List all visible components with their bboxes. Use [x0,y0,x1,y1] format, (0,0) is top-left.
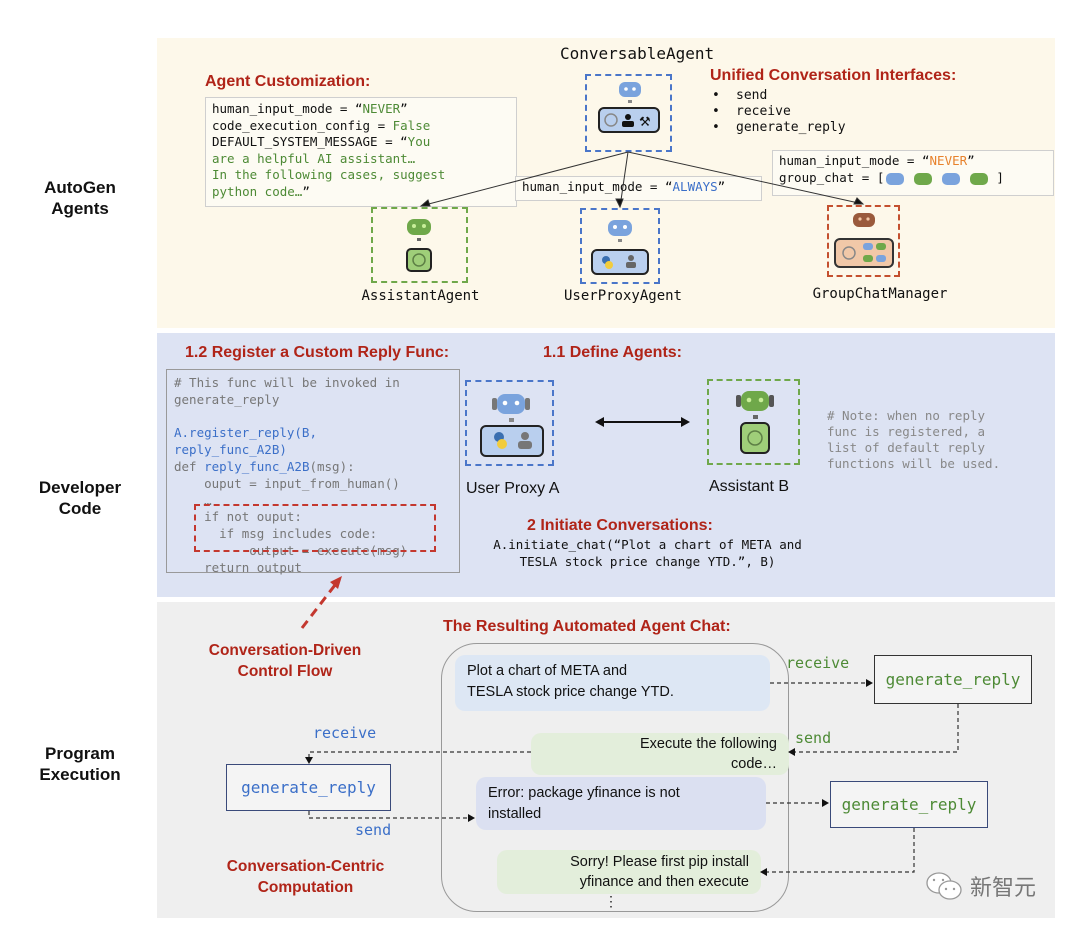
group-config-box: human_input_mode = “NEVER” group_chat = … [772,150,1054,196]
watermark-text: 新智元 [970,876,1037,901]
generate-reply-box-assistant: generate_reply [874,655,1032,704]
user-proxy-agent-box [580,208,660,284]
group-chat-manager-box [827,205,900,277]
assistant-agent-box [371,207,468,283]
assistant-agent-icon [406,219,432,272]
define-agents-heading: 1.1 Define Agents: [543,344,682,361]
generate-reply-box-userproxy: generate_reply [226,764,391,811]
interface-item: •send [712,88,768,103]
send-label-left: send [355,821,392,839]
send-label-right: send [795,729,832,747]
agent-customization-heading: Agent Customization: [205,73,371,90]
user-proxy-a-box [465,380,554,466]
unified-interfaces-heading: Unified Conversation Interfaces: [710,67,957,84]
assistant-b-label: Assistant B [709,478,790,495]
chat-container [441,643,789,912]
interfaces-list: •send •receive •generate_reply [712,88,846,136]
computation-label: Conversation-Centric Computation [226,858,385,896]
row-label-developer-code: Developer Code [38,478,122,518]
assistant-agent-label: AssistantAgent [361,288,480,304]
user-proxy-agent-icon [591,220,649,275]
assistant-b-icon [736,391,774,454]
wechat-icon [926,872,962,900]
user-proxy-a-label: User Proxy A [466,480,560,497]
watermark: 新智元 [924,870,1036,902]
always-config-box: human_input_mode = “ALWAYS” [515,176,762,201]
initiate-conversations-heading: 2 Initiate Conversations: [527,517,713,534]
interface-item: •receive [712,104,791,119]
user-proxy-a-icon [480,394,544,457]
conversable-agent-icon: ⚒ [598,82,660,133]
row-label-agents: AutoGen Agents [44,178,116,218]
control-flow-label: Conversation-Driven Control Flow [208,642,362,680]
user-proxy-agent-label: UserProxyAgent [563,288,682,304]
bidirectional-arrow-icon [595,417,690,427]
auto-execute-highlight [194,504,436,552]
receive-label-right: receive [786,654,850,672]
row-label-program-execution: Program Execution [39,744,121,784]
group-chat-manager-icon [834,213,894,268]
generate-reply-box-assistant-2: generate_reply [830,781,988,828]
initiate-chat-code: A.initiate_chat(“Plot a chart of META an… [493,537,802,569]
conversable-agent-box: ⚒ [585,74,672,152]
svg-text:⚒: ⚒ [639,114,651,129]
customization-code-box: human_input_mode = “NEVER” code_executio… [205,97,517,207]
receive-label-left: receive [313,724,377,742]
assistant-b-box [707,379,800,465]
chat-heading: The Resulting Automated Agent Chat: [443,618,731,635]
group-chat-manager-label: GroupChatManager [812,286,948,302]
robot-icons-inline [884,172,996,185]
conversable-agent-title: ConversableAgent [560,44,715,63]
chat-ellipsis: ⋮ [604,893,618,909]
interface-item: •generate_reply [712,120,846,135]
register-reply-heading: 1.2 Register a Custom Reply Func: [185,344,450,361]
